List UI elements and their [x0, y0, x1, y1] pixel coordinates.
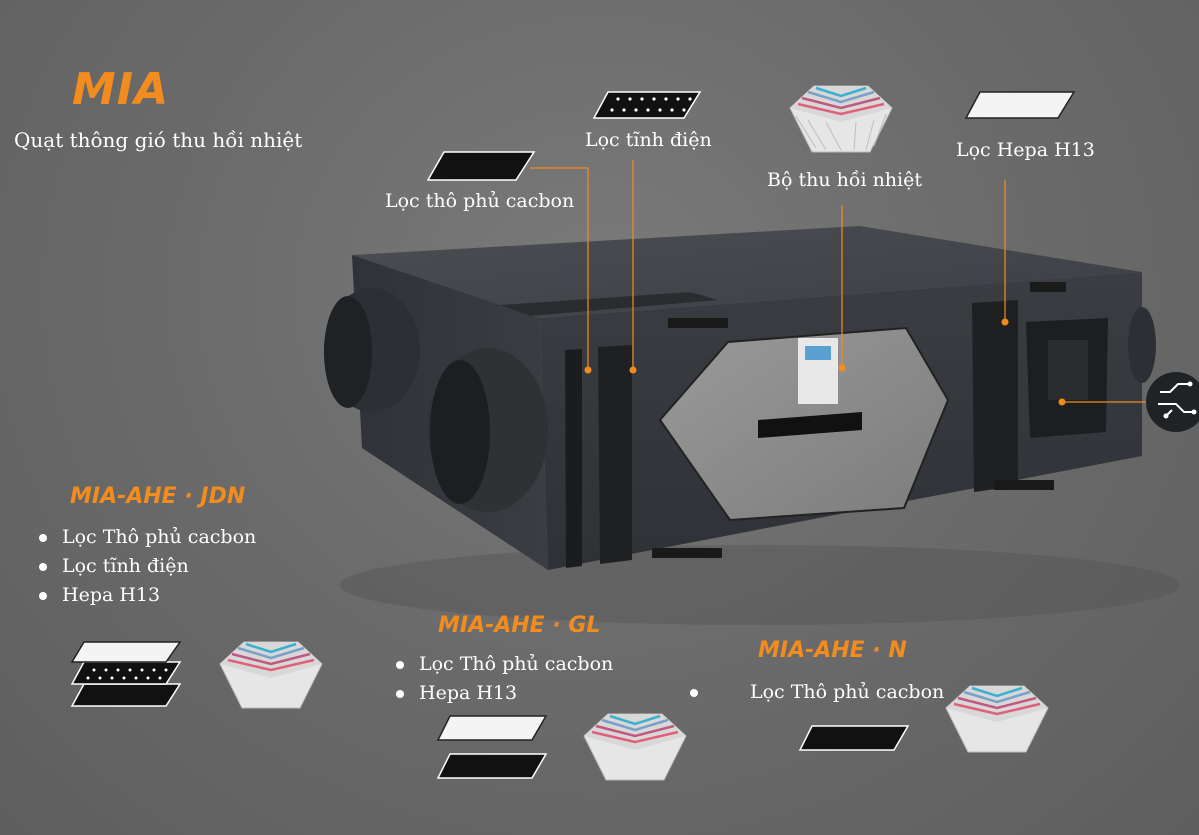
heat-exchanger-label: Bộ thu hồi nhiệt	[767, 169, 922, 191]
filter-stack-n-icon	[798, 725, 910, 751]
heat-exchanger-jdn-icon	[219, 641, 323, 709]
filter-stack-jdn-icon	[70, 641, 182, 707]
list-item: Hepa H13	[36, 581, 256, 610]
list-item: Lọc Thô phủ cacbon	[36, 523, 256, 552]
hepa-filter-icon	[964, 91, 1076, 119]
model-jdn-features: Lọc Thô phủ cacbon Lọc tĩnh điện Hepa H1…	[36, 523, 256, 610]
list-item: Lọc tĩnh điện	[36, 552, 256, 581]
hepa-filter-label: Lọc Hepa H13	[956, 139, 1095, 161]
list-item: Hepa H13	[393, 679, 613, 708]
heat-exchanger-gl-icon	[583, 713, 687, 781]
model-gl-title: MIA-AHE · GL	[438, 613, 601, 638]
list-item: Lọc Thô phủ cacbon	[750, 681, 945, 703]
list-item: Lọc Thô phủ cacbon	[393, 650, 613, 679]
filter-stack-gl-icon	[436, 715, 548, 779]
coarse-carbon-filter-icon	[426, 151, 536, 181]
heat-exchanger-icon	[789, 85, 893, 153]
model-n-title: MIA-AHE · N	[758, 638, 907, 663]
model-jdn-title: MIA-AHE · JDN	[70, 484, 246, 509]
electrostatic-filter-icon	[592, 91, 702, 119]
page-subtitle: Quạt thông gió thu hồi nhiệt	[14, 128, 303, 152]
model-gl-features: Lọc Thô phủ cacbon Hepa H13	[393, 650, 613, 708]
electrostatic-filter-label: Lọc tĩnh điện	[585, 129, 712, 151]
circuit-board-icon	[1146, 372, 1199, 432]
coarse-carbon-filter-label: Lọc thô phủ cacbon	[385, 190, 575, 212]
bullet-dot	[690, 689, 698, 697]
heat-exchanger-n-icon	[945, 685, 1049, 753]
brand-logo: MIA	[72, 64, 170, 115]
